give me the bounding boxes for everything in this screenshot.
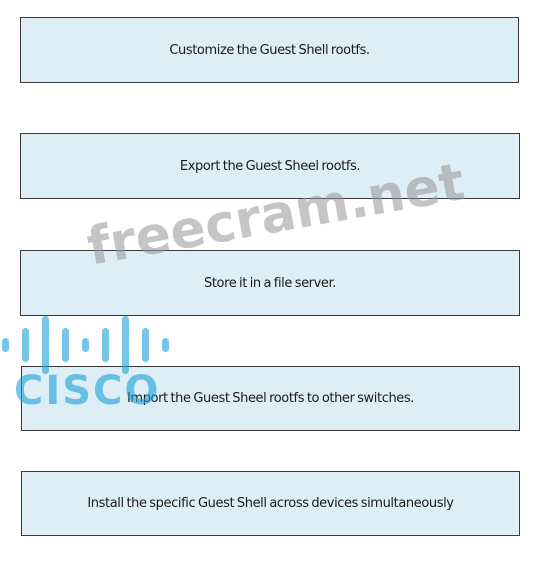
step-label: Store it in a file server. xyxy=(203,275,337,291)
step-label: Install the specific Guest Shell across … xyxy=(87,496,454,511)
step-label: Import the Guest Sheel rootfs to other s… xyxy=(127,391,414,406)
step-label: Export the Guest Sheel rootfs. xyxy=(179,158,361,174)
step-label: Customize the Guest Shell rootfs. xyxy=(169,42,370,58)
step-box-install[interactable]: Install the specific Guest Shell across … xyxy=(21,471,520,536)
step-box-customize[interactable]: Customize the Guest Shell rootfs. xyxy=(20,17,519,83)
step-box-export[interactable]: Export the Guest Sheel rootfs. xyxy=(20,133,520,199)
step-box-store[interactable]: Store it in a file server. xyxy=(20,250,520,316)
step-box-import[interactable]: Import the Guest Sheel rootfs to other s… xyxy=(21,366,520,431)
